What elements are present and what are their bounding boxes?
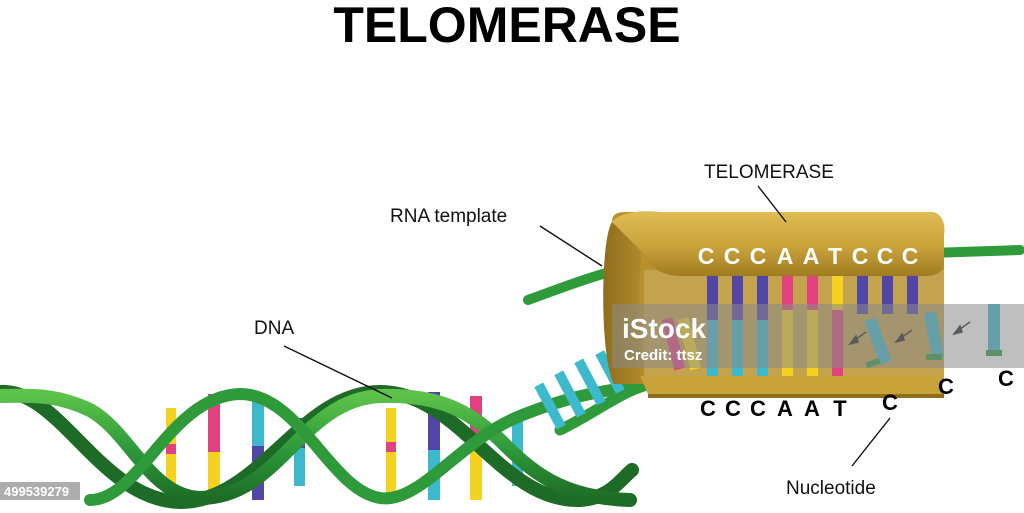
strand-letter: A [777,396,793,421]
nucleotide-letter: C [998,366,1014,391]
dna-strand-front-2 [84,380,646,506]
base-pair [512,414,523,486]
rna-letter: C [698,243,715,269]
nucleotide-leader-line [851,417,891,467]
rna-letter: C [750,243,767,269]
new-strand-letters: C C C A A T [700,396,847,421]
rna-letter: A [803,243,820,269]
dna-label: DNA [254,318,294,339]
leader-lines [283,185,891,467]
rna-letter: T [828,243,842,269]
page-title: TELOMERASE [333,0,680,53]
rna-template-leader-line [539,225,603,267]
rna-letter: C [852,243,869,269]
nucleotide-letter: C [882,390,898,415]
nucleotide-letter: C [938,374,954,399]
rna-template-letters: C C C A A T C C C [698,243,919,269]
template-bases [707,276,918,320]
dna-leader-line [283,345,393,399]
watermark-id-band [0,482,80,500]
telomerase-leader-line [757,185,787,223]
rna-template-label: RNA template [390,206,507,227]
watermark-band [612,304,1024,368]
rna-letter: C [902,243,919,269]
watermark-brand: iStock [622,313,706,344]
rna-letter: A [777,243,794,269]
strand-letter: C [700,396,716,421]
strand-letter: C [725,396,741,421]
rna-letter: C [724,243,741,269]
nucleotide-label: Nucleotide [786,478,876,499]
watermark-id: 499539279 [4,484,69,499]
strand-letter: A [804,396,820,421]
incoming-letters: C C C [882,366,1014,415]
base-pair [208,394,220,500]
dna-strand-front [0,388,637,507]
watermark-credit: Credit: ttsz [624,347,702,364]
strand-letter: C [750,396,766,421]
base-pair [386,408,396,494]
telomerase-label: TELOMERASE [704,162,834,183]
rna-letter: C [877,243,894,269]
strand-letter: T [833,396,847,421]
watermark: iStock Credit: ttsz 499539279 [0,304,1024,500]
